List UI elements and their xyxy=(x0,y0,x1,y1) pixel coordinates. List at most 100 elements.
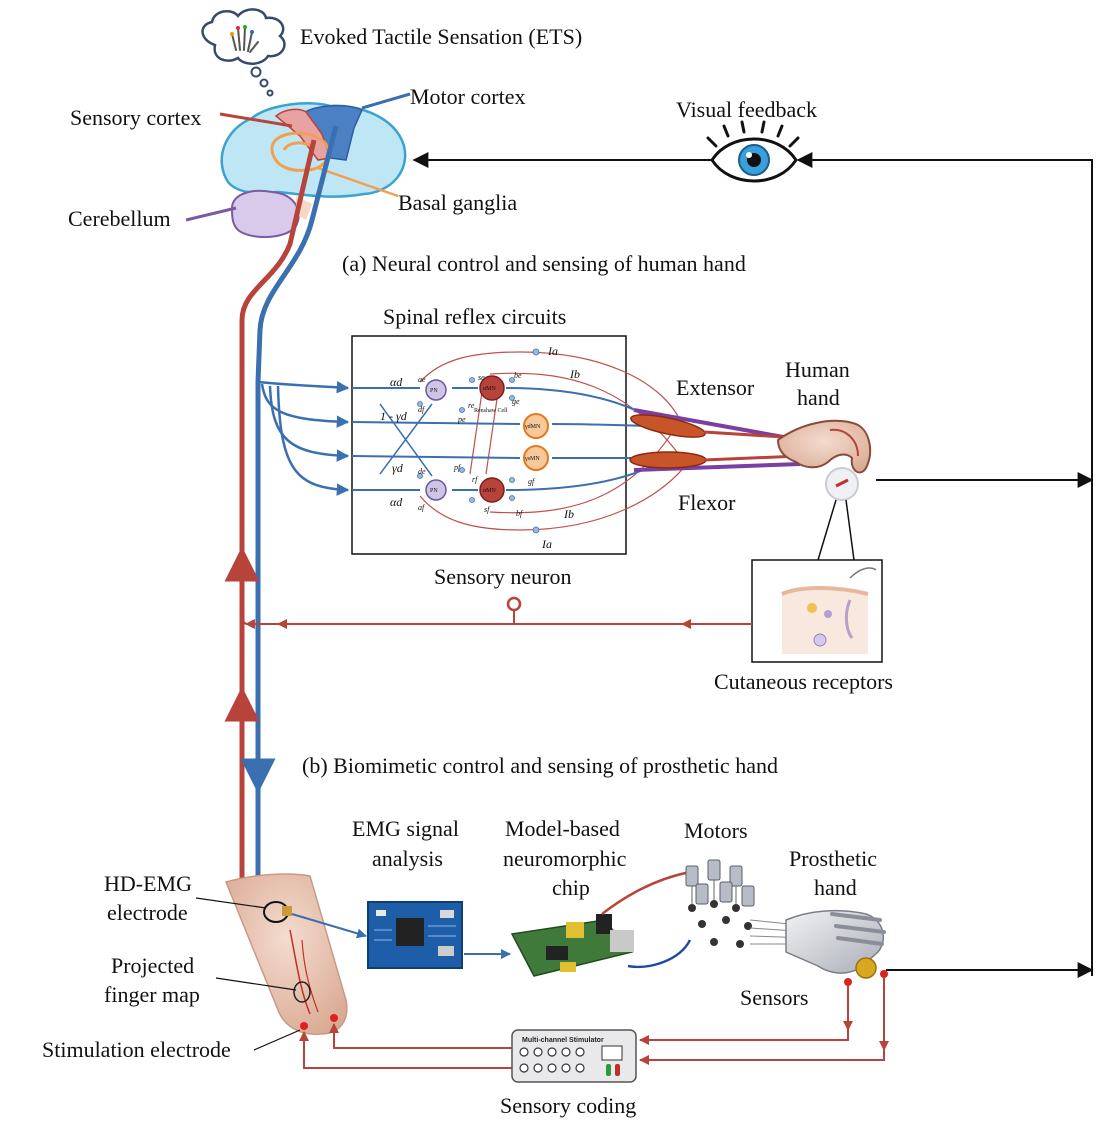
ets-label: Evoked Tactile Sensation (ETS) xyxy=(300,24,582,49)
pn-neuron-top xyxy=(425,379,447,401)
spinal-reflex-title: Spinal reflex circuits xyxy=(383,304,566,329)
cerebellum-label: Cerebellum xyxy=(68,206,171,231)
emg-label-line1: EMG signal xyxy=(352,816,459,841)
stimulator-title: Multi-channel Stimulator xyxy=(522,1037,604,1044)
sensor-dot-2 xyxy=(880,970,888,978)
motors-icon xyxy=(685,859,755,948)
zoom-line-left xyxy=(817,499,837,561)
human-hand-label-line1: Human xyxy=(785,357,850,382)
sensor-to-stimulator-1 xyxy=(639,986,849,1045)
basal-ganglia-pointer xyxy=(317,166,399,198)
svg-text:af: af xyxy=(418,503,426,512)
svg-text:PN: PN xyxy=(430,388,438,394)
svg-text:αMN: αMN xyxy=(483,488,496,494)
svg-text:sf: sf xyxy=(484,505,491,514)
svg-text:ge: ge xyxy=(512,397,520,406)
motors-label: Motors xyxy=(684,818,748,843)
multichannel-stimulator-device: Multi-channel Stimulator xyxy=(511,1029,637,1083)
alpha-mn-bottom xyxy=(479,477,505,503)
sensory-cortex-pointer xyxy=(219,112,293,128)
emg-label-line2: analysis xyxy=(372,846,443,871)
section-a-title: (a) Neural control and sensing of human … xyxy=(342,251,746,276)
prosthetic-hand-icon xyxy=(785,909,886,979)
svg-text:γsMN: γsMN xyxy=(524,456,540,462)
basal-ganglia-label: Basal ganglia xyxy=(398,190,517,215)
gamma-s-mn xyxy=(523,445,549,471)
svg-text:Ia: Ia xyxy=(541,537,552,551)
sensors-label: Sensors xyxy=(740,985,808,1010)
chip-to-motors-blue xyxy=(627,939,692,969)
neuromorphic-chip-icon xyxy=(510,914,634,977)
cerebellum-region xyxy=(230,189,300,239)
model-label-line3: chip xyxy=(552,875,590,900)
visual-feedback-label: Visual feedback xyxy=(676,97,817,122)
svg-text:re: re xyxy=(468,401,475,410)
svg-text:be: be xyxy=(514,371,522,380)
sensory-neuron-label: Sensory neuron xyxy=(434,564,571,589)
renshaw-cell-label: Renshaw Cell xyxy=(474,408,508,414)
electrode-to-emg-arrow xyxy=(291,913,367,939)
svg-text:Ib: Ib xyxy=(569,367,580,381)
prosthetic-label-line2: hand xyxy=(814,875,857,900)
model-label-line2: neuromorphic xyxy=(503,846,627,871)
flexor-label: Flexor xyxy=(678,490,736,515)
sensory-coding-label: Sensory coding xyxy=(500,1093,636,1118)
svg-text:γdMN: γdMN xyxy=(524,424,541,430)
motor-cortex-label: Motor cortex xyxy=(410,84,525,109)
gamma-d-mn xyxy=(523,413,549,439)
visual-feedback-line xyxy=(796,152,1093,976)
sensor-to-stimulator-2 xyxy=(639,978,885,1065)
human-hand-illustration xyxy=(776,419,872,501)
alpha-mn-top xyxy=(479,375,505,401)
stimulator-to-electrode-2 xyxy=(299,1031,512,1069)
projected-map-label-line2: finger map xyxy=(104,982,200,1007)
hdemg-label-line2: electrode xyxy=(107,900,188,925)
svg-text:ae: ae xyxy=(418,375,426,384)
ets-thought-cloud xyxy=(201,8,286,97)
svg-text:PN: PN xyxy=(430,488,438,494)
stim-electrode-dot-1 xyxy=(300,1022,308,1030)
chip-to-motors-red xyxy=(601,870,691,915)
eye-icon xyxy=(706,120,800,183)
forearm-muscles xyxy=(629,408,801,472)
spinal-circuit: PN PN αMN αMN γdMN γsMN Renshaw Cell Ia … xyxy=(351,344,691,551)
human-hand-label-line2: hand xyxy=(797,385,840,410)
svg-text:αd: αd xyxy=(390,375,403,389)
svg-text:αd: αd xyxy=(390,495,403,509)
skin-cross-section xyxy=(781,567,877,654)
hdemg-label-line1: HD-EMG xyxy=(104,871,192,896)
pn-neuron-bottom xyxy=(425,479,447,501)
sensor-dot-1 xyxy=(844,978,852,986)
svg-text:Ia: Ia xyxy=(547,344,558,358)
cerebellum-pointer xyxy=(185,206,237,222)
section-b-title: (b) Biomimetic control and sensing of pr… xyxy=(302,753,778,778)
spinal-circuit-box xyxy=(351,335,627,555)
svg-text:gf: gf xyxy=(528,477,536,486)
svg-text:df: df xyxy=(418,405,426,414)
sensory-cortex-label: Sensory cortex xyxy=(70,105,201,130)
svg-text:pe: pe xyxy=(457,415,466,424)
cutaneous-receptors-label: Cutaneous receptors xyxy=(714,669,893,694)
zoom-line-right xyxy=(845,499,855,561)
forearm-stump xyxy=(224,873,348,1035)
stimulator-to-electrode-1 xyxy=(329,1023,512,1049)
sensory-neuron-icon xyxy=(506,596,522,612)
svg-text:rf: rf xyxy=(472,475,479,484)
svg-text:1 - γd: 1 - γd xyxy=(380,409,408,423)
svg-text:se: se xyxy=(478,373,485,382)
prosthetic-label-line1: Prosthetic xyxy=(789,846,877,871)
projected-finger-map-marker xyxy=(293,981,311,1003)
svg-text:γd: γd xyxy=(392,461,404,475)
svg-text:pf: pf xyxy=(453,463,462,472)
hand-outline-icon xyxy=(231,26,259,53)
emg-board-icon xyxy=(367,901,463,969)
model-label-line1: Model-based xyxy=(505,816,620,841)
projected-map-label-line1: Projected xyxy=(111,953,194,978)
svg-text:αMN: αMN xyxy=(483,386,496,392)
extensor-label: Extensor xyxy=(676,375,755,400)
stimulation-electrode-label: Stimulation electrode xyxy=(42,1037,231,1062)
svg-text:bf: bf xyxy=(516,509,524,518)
stim-electrode-dot-2 xyxy=(330,1014,338,1022)
svg-text:Ib: Ib xyxy=(563,507,574,521)
